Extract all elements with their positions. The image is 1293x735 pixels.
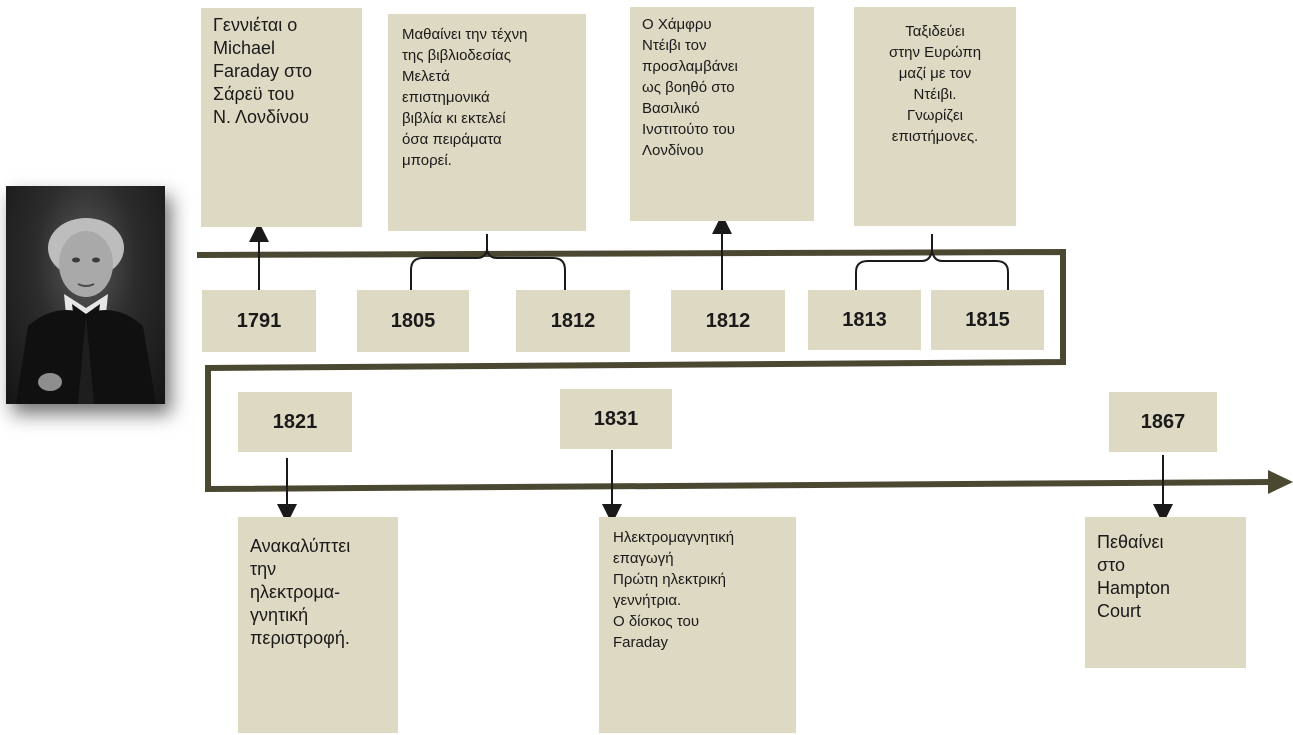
year-box-1791: 1791 [202,290,316,352]
timeline-arrowhead [1268,470,1293,494]
year-box-1867: 1867 [1109,392,1217,452]
event-box-birth: Γεννιέται ο Michael Faraday στο Σάρεϋ το… [201,8,362,227]
event-box-europe-travel: Ταξιδεύει στην Ευρώπη μαζί με τον Ντέιβι… [854,7,1016,226]
year-box-1815: 1815 [931,290,1044,350]
event-box-induction: Ηλεκτρομαγνητική επαγωγή Πρώτη ηλεκτρική… [599,517,796,733]
event-box-bookbinding: Μαθαίνει την τέχνη της βιβλιοδεσίας Μελε… [388,14,586,231]
faraday-portrait-icon [6,186,165,404]
event-box-davy-assistant: Ο Χάμφρυ Ντέιβι τον προσλαμβάνει ως βοηθ… [630,7,814,221]
year-box-1831: 1831 [560,389,672,449]
year-box-1813: 1813 [808,290,921,350]
event-box-death: Πεθαίνει στο Hampton Court [1085,517,1246,668]
brace-1805-1812 [410,234,566,290]
year-box-1805: 1805 [357,290,469,352]
year-box-1812-b: 1812 [671,290,785,352]
event-box-rotation: Ανακαλύπτει την ηλεκτρομα- γνητική περισ… [238,517,398,733]
brace-1813-1815 [855,234,1009,290]
year-box-1821: 1821 [238,392,352,452]
year-box-1812-a: 1812 [516,290,630,352]
timeline-line [196,248,1273,493]
